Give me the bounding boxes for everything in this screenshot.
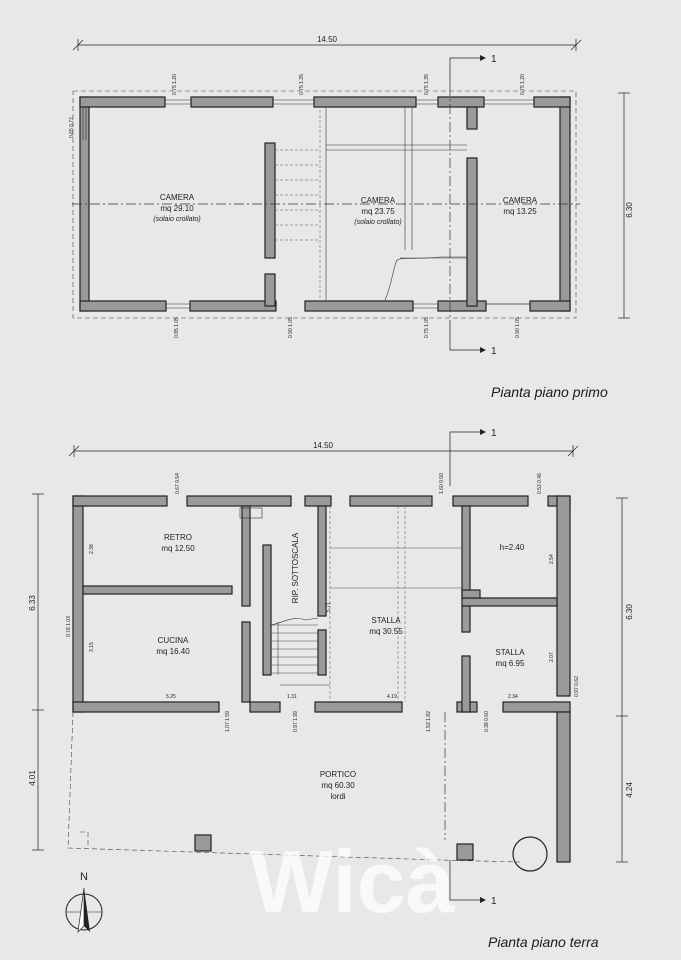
- ground-room-portico-area: mq 60.30: [321, 781, 355, 790]
- upper-room-2-note: (solaio crollato): [354, 219, 401, 226]
- ground-room-stalla-area: mq 30.55: [369, 627, 403, 636]
- ground-measure-7: 2.54: [549, 554, 555, 564]
- ground-opening-6: 0.97 1.99: [293, 711, 299, 732]
- ground-opening-3: 0.53 0.46: [537, 473, 543, 494]
- ground-measure-9: 2.34: [508, 694, 518, 700]
- north-arrow-icon: N: [65, 871, 103, 933]
- upper-section-mark-bottom: 1: [491, 346, 497, 357]
- ground-opening-5: 1.07 1.59: [225, 711, 231, 732]
- upper-section-mark-top: 1: [491, 54, 497, 65]
- ground-room-sottoscala-name: RIP. SOTTOSCALA: [291, 532, 300, 603]
- ground-opening-4: 0.78 1.03: [66, 616, 72, 637]
- watermark-logo: Wicà: [250, 832, 456, 931]
- ground-room-portico-name: PORTICO: [320, 770, 356, 779]
- ground-measure-6: 5.71: [326, 602, 332, 612]
- ground-room-stalla-small-name: STALLA: [495, 648, 525, 657]
- ground-opening-9: 0.97 0.62: [574, 676, 580, 697]
- ground-measure-8: 2.07: [549, 652, 555, 662]
- ground-section-mark-top: 1: [491, 428, 497, 439]
- ground-measure-3: 5.25: [166, 694, 176, 700]
- compass-label: N: [80, 871, 88, 883]
- upper-room-2-area: mq 23.75: [361, 207, 395, 216]
- ground-left-height-upper: 6.33: [28, 595, 37, 611]
- upper-opening-8: 0.90 1.05: [515, 317, 521, 338]
- ground-opening-2: 1.60 0.50: [439, 473, 445, 494]
- upper-opening-1: 0.75 1.20: [172, 74, 178, 95]
- ground-room-height-note: h=2.40: [500, 543, 525, 552]
- ground-right-height-total: 6.30: [625, 604, 634, 620]
- upper-room-2-name: CAMERA: [361, 196, 396, 205]
- upper-width-dimension: 14.50: [317, 35, 338, 44]
- upper-opening-6: 0.90 1.05: [288, 317, 294, 338]
- upper-height-dimension: 6.30: [625, 202, 634, 218]
- ground-left-height-lower: 4.01: [28, 770, 37, 786]
- ground-room-cucina-area: mq 16.40: [156, 647, 190, 656]
- upper-opening-3: 0.75 1.35: [424, 74, 430, 95]
- upper-opening-4: 0.75 1.20: [520, 74, 526, 95]
- upper-floor-title: Pianta piano primo: [491, 384, 608, 400]
- ground-room-stalla-small-area: mq 6.95: [496, 659, 525, 668]
- upper-opening-5: 0.85 1.05: [174, 317, 180, 338]
- ground-section-mark-bottom: 1: [491, 896, 497, 907]
- ground-measure-5: 4.19: [387, 694, 397, 700]
- ground-room-portico-note: lordi: [330, 792, 345, 801]
- upper-opening-7: 0.75 1.05: [424, 317, 430, 338]
- ground-room-cucina-name: CUCINA: [158, 636, 189, 645]
- upper-room-1-name: CAMERA: [160, 193, 195, 202]
- ground-width-dimension: 14.50: [313, 441, 334, 450]
- ground-floor-plan: 14.50 6.33 4.01 6.30 4.24: [28, 428, 634, 950]
- ground-room-retro-area: mq 12.50: [161, 544, 195, 553]
- ground-opening-8: 0.38 0.60: [484, 711, 490, 732]
- ground-measure-1: 2.38: [89, 544, 95, 554]
- upper-room-1-area: mq 29.10: [160, 204, 194, 213]
- upper-room-1-note: (solaio crollato): [153, 216, 200, 223]
- upper-room-3-area: mq 13.25: [503, 207, 537, 216]
- ground-measure-4: 1.31: [287, 694, 297, 700]
- ground-opening-1: 0.67 0.54: [175, 473, 181, 494]
- upper-floor-plan: 14.50 6.30: [69, 35, 634, 400]
- ground-opening-7: 1.53 1.82: [426, 711, 432, 732]
- ground-room-retro-name: RETRO: [164, 533, 192, 542]
- upper-room-3-name: CAMERA: [503, 196, 538, 205]
- upper-opening-2: 0.75 1.35: [299, 74, 305, 95]
- ground-room-stalla-name: STALLA: [371, 616, 401, 625]
- ground-floor-title: Pianta piano terra: [488, 934, 599, 950]
- ground-right-height-portico: 4.24: [625, 782, 634, 798]
- ground-measure-2: 3.15: [89, 642, 95, 652]
- upper-opening-9: 0.65 0.72: [69, 117, 75, 138]
